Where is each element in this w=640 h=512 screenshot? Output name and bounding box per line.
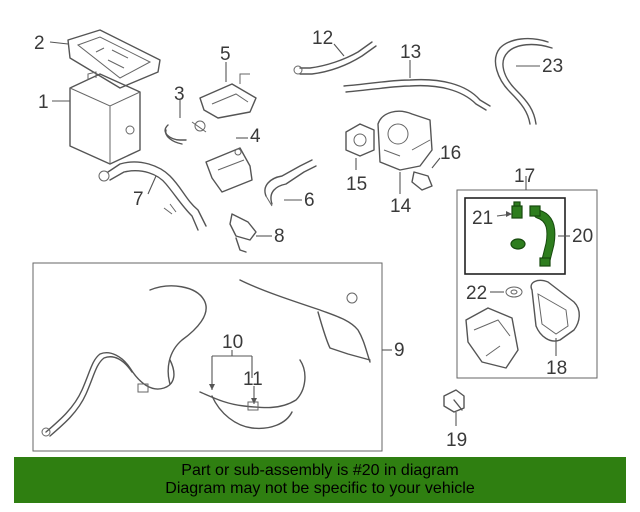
part-housing[interactable] [465,307,519,369]
footer-line-2: Diagram may not be specific to your vehi… [165,480,475,497]
part-4-bracket[interactable] [205,147,253,193]
label-8: 8 [274,226,285,247]
part-21-fitting[interactable] [511,201,523,219]
part-19-bolt[interactable] [443,389,465,413]
part-5-bracket[interactable] [199,73,257,119]
part-18-gasket[interactable] [530,279,580,342]
label-7: 7 [133,189,144,210]
label-14: 14 [390,196,412,217]
label-23: 23 [542,56,563,77]
label-17: 17 [514,166,535,187]
label-2: 2 [34,33,45,54]
label-21: 21 [472,208,493,229]
footer-line-1: Part or sub-assembly is #20 in diagram [181,462,459,479]
label-12: 12 [312,28,333,49]
part-23-pipe[interactable] [494,37,553,125]
label-20: 20 [572,226,593,247]
label-10: 10 [222,332,243,353]
label-1: 1 [38,92,49,113]
label-4: 4 [250,126,261,147]
label-16: 16 [440,143,461,164]
part-15-gasket[interactable] [345,123,375,157]
part-12-hose[interactable] [293,41,377,75]
part-2-bracket[interactable] [67,29,161,89]
part-1-canister[interactable] [69,71,141,165]
part-grommet [510,238,526,250]
part-7-hose[interactable] [98,161,207,231]
part-3-hose[interactable] [164,120,207,145]
label-13: 13 [400,42,421,63]
part-20-hose-highlighted[interactable] [529,205,556,267]
label-19: 19 [446,430,467,451]
label-5: 5 [220,44,231,65]
label-15: 15 [346,174,367,195]
part-6-hose[interactable] [264,159,317,207]
label-6: 6 [304,190,315,211]
info-footer-banner: Part or sub-assembly is #20 in diagram D… [14,457,626,503]
box-17 [456,189,598,379]
part-9-harness[interactable] [41,279,371,437]
part-8-clip[interactable] [229,213,257,253]
part-14-valve[interactable] [377,110,433,171]
label-11: 11 [243,369,263,390]
part-16-bolt[interactable] [411,171,433,191]
parts-diagram: 2 1 3 5 4 7 [32,28,598,452]
part-22-washer[interactable] [505,286,523,298]
label-3: 3 [174,84,185,105]
label-9: 9 [394,340,405,361]
label-22: 22 [466,283,487,304]
label-18: 18 [546,358,567,379]
part-13-pipe[interactable] [343,78,491,111]
box-9 [32,262,383,452]
